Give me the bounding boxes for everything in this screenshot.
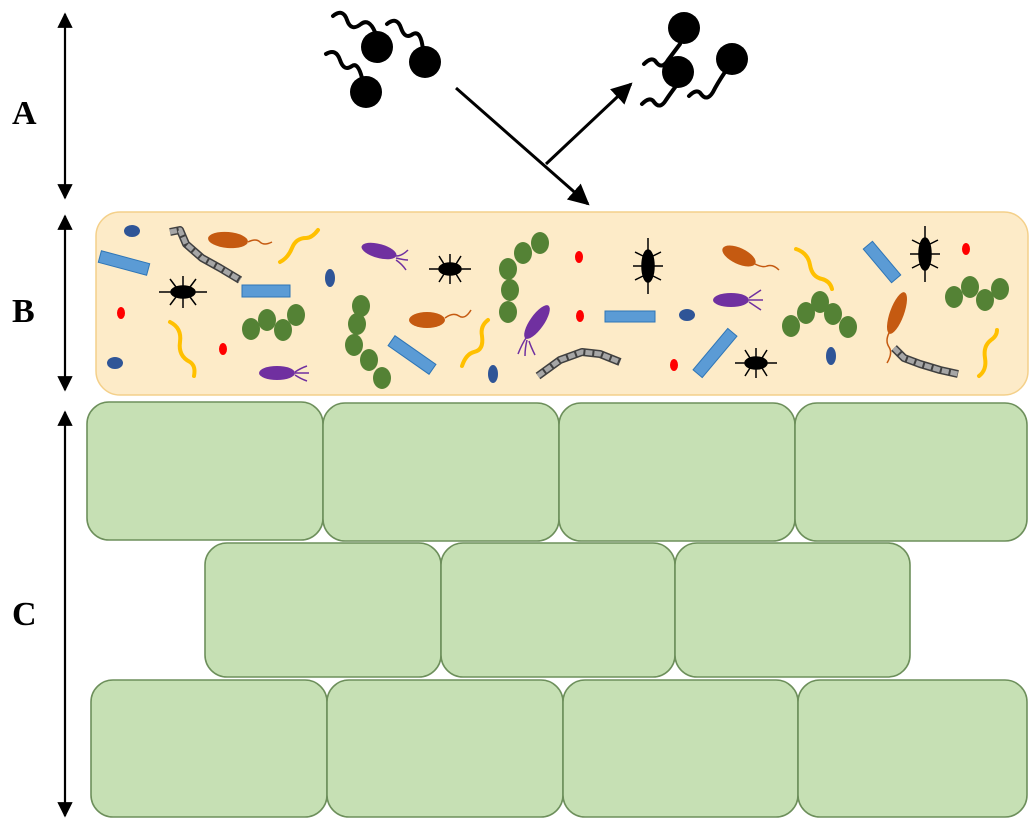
flagellated-bacteria-icon bbox=[642, 56, 694, 106]
epithelial-cell bbox=[205, 543, 441, 677]
epithelial-cell bbox=[441, 543, 675, 677]
epithelial-cell bbox=[91, 680, 327, 817]
epithelial-cell bbox=[563, 680, 798, 817]
epithelial-cell bbox=[323, 403, 559, 541]
epithelial-layer bbox=[87, 402, 1027, 817]
dark-blue-oval-bacterium bbox=[826, 347, 836, 365]
flagellated-bacteria-icon bbox=[333, 13, 393, 63]
deflection-arrow-icon bbox=[456, 84, 631, 204]
red-coccus bbox=[576, 310, 584, 322]
red-coccus bbox=[962, 243, 970, 255]
incoming-pathogens bbox=[326, 13, 441, 108]
dark-blue-oval-bacterium bbox=[488, 365, 498, 383]
deflected-arrow bbox=[546, 84, 631, 164]
epithelial-cell bbox=[675, 543, 910, 677]
epithelial-cell bbox=[87, 402, 323, 540]
dark-blue-oval-bacterium bbox=[325, 269, 335, 287]
dark-blue-oval-bacterium bbox=[679, 309, 695, 321]
blue-rod-bacterium bbox=[605, 311, 655, 322]
dark-blue-oval-bacterium bbox=[107, 357, 123, 369]
layer-a-label: A bbox=[12, 95, 37, 132]
epithelial-cell bbox=[795, 403, 1027, 541]
epithelial-cell bbox=[798, 680, 1027, 817]
deflected-pathogens bbox=[642, 12, 748, 106]
incoming-arrow bbox=[456, 88, 588, 204]
blue-rod-bacterium bbox=[242, 285, 290, 297]
red-coccus bbox=[219, 343, 227, 355]
epithelial-cell bbox=[327, 680, 563, 817]
red-coccus bbox=[117, 307, 125, 319]
red-coccus bbox=[575, 251, 583, 263]
layer-c-label: C bbox=[12, 596, 37, 633]
flagellated-bacteria-icon bbox=[387, 21, 441, 78]
epithelial-cell bbox=[559, 403, 795, 541]
flagellated-bacteria-icon bbox=[689, 43, 748, 98]
red-coccus bbox=[670, 359, 678, 371]
dark-blue-oval-bacterium bbox=[124, 225, 140, 237]
layer-b-label: B bbox=[12, 293, 35, 330]
